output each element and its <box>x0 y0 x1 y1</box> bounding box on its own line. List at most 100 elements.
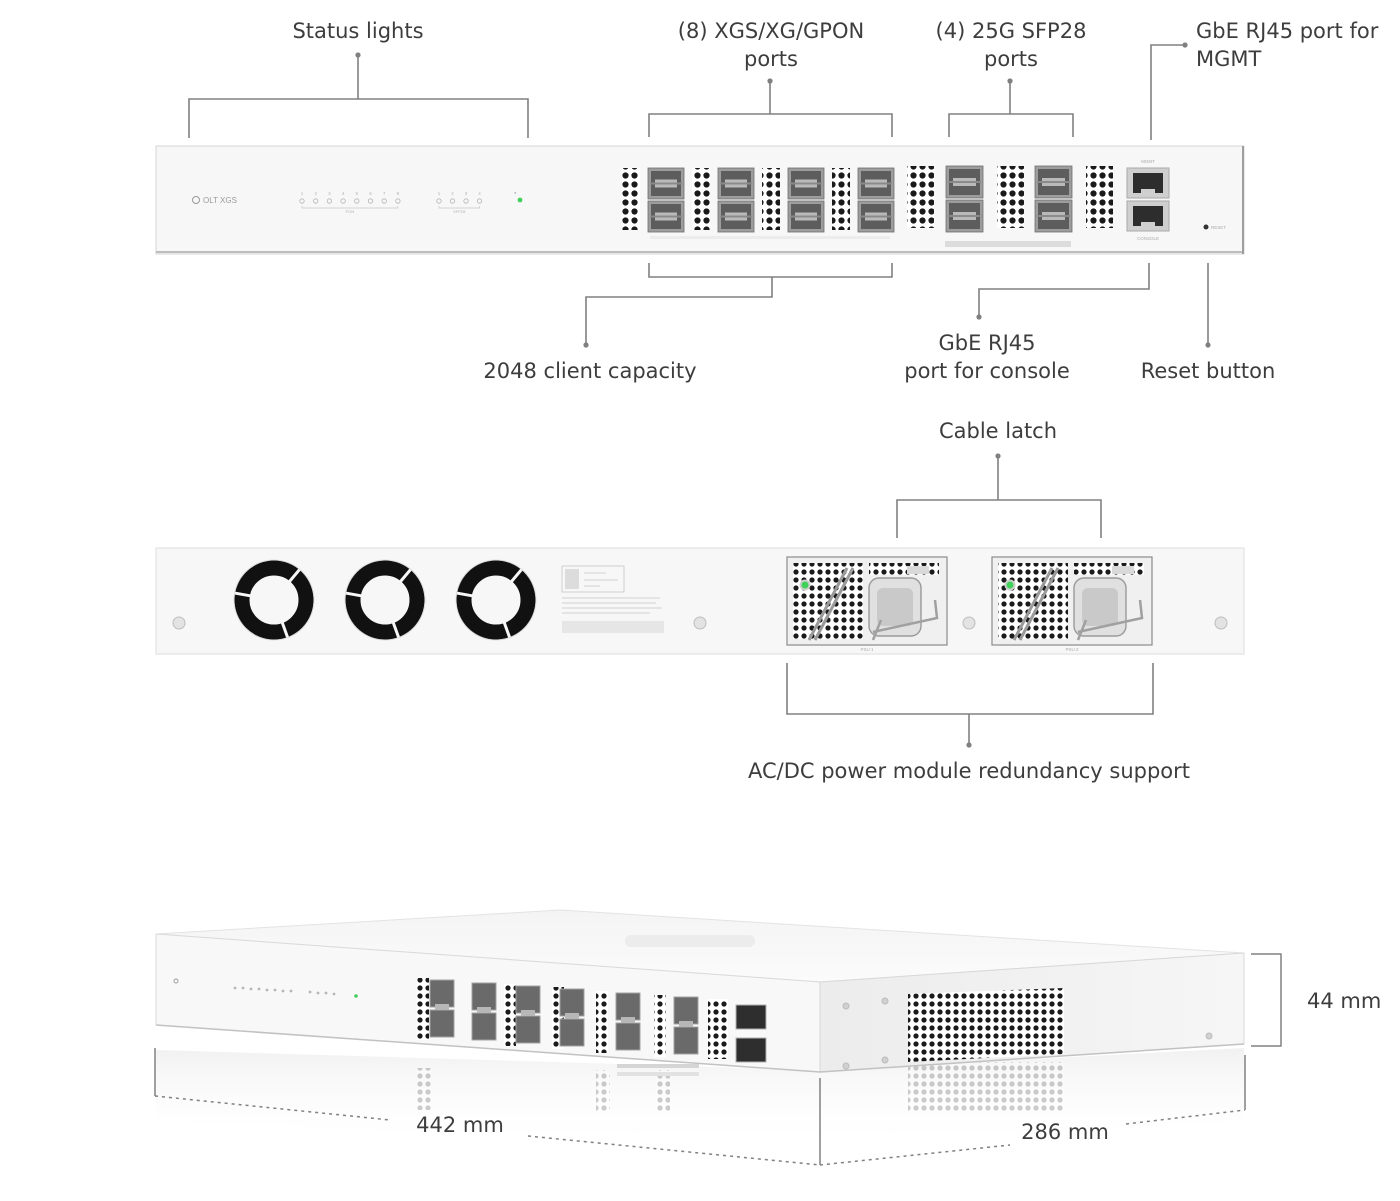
pon-led-number: 7 <box>383 191 386 196</box>
pon-port <box>717 200 755 233</box>
reset-button <box>1203 224 1209 230</box>
console-port-label: CONSOLE <box>1137 236 1159 241</box>
psu-2: PSU 2 <box>991 556 1153 652</box>
sfp-led <box>463 198 469 204</box>
pon-port <box>787 167 825 200</box>
pon-led-number: 5 <box>356 191 359 196</box>
mgmt-port <box>1126 167 1170 199</box>
mgmt-port-callout-line1: GbE RJ45 port for <box>1196 19 1379 43</box>
sfp28-port <box>1034 165 1073 199</box>
callout-dots <box>355 42 1211 748</box>
console-port-callout-line2: port for console <box>904 359 1070 383</box>
dimension-lines <box>154 953 1282 1166</box>
pon-led-number: 4 <box>342 191 345 196</box>
pon-port <box>647 200 685 233</box>
system-status-led <box>517 197 523 203</box>
sfp28-port <box>945 165 984 199</box>
perspective-port-cage <box>673 996 699 1055</box>
perspective-port-cage <box>515 985 541 1044</box>
reset-button-callout: Reset button <box>1140 359 1276 383</box>
fan-1 <box>232 559 315 641</box>
side-vent <box>908 988 1064 1062</box>
brand-logo: OLT XGS <box>192 196 237 205</box>
pon-port <box>647 167 685 200</box>
rear-screws <box>172 616 1228 630</box>
xgs-pon-ports <box>647 167 895 233</box>
pon-led-group-label: PON <box>346 209 355 214</box>
sfp-led-group-label: SFP28 <box>453 209 466 214</box>
console-port-callout-line1: GbE RJ45 <box>938 331 1036 355</box>
front-vent <box>692 168 710 230</box>
sfp28-port <box>1034 199 1073 233</box>
front-vent <box>762 168 780 230</box>
depth-dimension-label: 286 mm <box>1021 1120 1109 1144</box>
cable-latch-label: Cable latch <box>938 419 1058 443</box>
pon-port <box>717 167 755 200</box>
fan-2 <box>343 559 426 641</box>
psu-1: PSU 1 <box>786 556 948 652</box>
front-vent <box>997 166 1024 228</box>
front-vent <box>907 166 934 228</box>
mgmt-port-callout: GbE RJ45 port for MGMT <box>1196 17 1378 73</box>
psu-label: PSU 1 <box>860 647 874 652</box>
power-modules: PSU 1 PSU 2 <box>786 556 1153 652</box>
pon-led <box>367 198 374 204</box>
power-redundancy-label: AC/DC power module redundancy support <box>747 759 1191 783</box>
pon-led-number: 6 <box>369 191 372 196</box>
status-lights-label: Status lights <box>292 19 424 43</box>
pon-led <box>340 198 346 204</box>
psu-status-led <box>799 579 811 591</box>
sfp28-ports-label: (4) 25G SFP28 ports <box>936 17 1087 73</box>
pon-led-number: 3 <box>328 191 331 196</box>
sfp28-ports-label-line2: ports <box>983 47 1038 71</box>
console-port-callout: GbE RJ45 port for console <box>904 329 1070 385</box>
pon-led <box>313 198 319 204</box>
pon-port <box>787 200 825 233</box>
pon-led <box>381 198 387 204</box>
mgmt-port-callout-line2: MGMT <box>1196 47 1262 71</box>
sfp-led-number: 1 <box>438 191 441 196</box>
front-vent <box>832 168 850 230</box>
psu-label: PSU 2 <box>1065 647 1079 652</box>
sfp-led <box>436 198 442 204</box>
perspective-view <box>155 909 1245 1150</box>
mgmt-port-label: MGMT <box>1141 159 1155 164</box>
pon-led-number: 2 <box>314 191 317 196</box>
sfp-led <box>449 198 456 204</box>
perspective-port-cage <box>615 992 641 1051</box>
cable-latch <box>807 567 855 641</box>
sfp28-ports-label-line1: (4) 25G SFP28 <box>935 19 1087 43</box>
svg-text:●: ● <box>514 190 517 195</box>
front-callout-lines <box>188 44 1209 344</box>
side-screws <box>842 997 1213 1070</box>
sfp-led-number: 2 <box>451 191 454 196</box>
brand-text: OLT XGS <box>203 196 237 205</box>
sfp28-port <box>945 199 984 233</box>
pon-port <box>857 200 895 233</box>
perspective-port-cage <box>471 982 497 1041</box>
pon-port <box>857 167 895 200</box>
xgs-ports-label: (8) XGS/XG/GPON ports <box>678 17 864 73</box>
psu-status-led <box>1004 579 1016 591</box>
sfp28-ports <box>945 165 1073 233</box>
front-vent <box>622 168 640 230</box>
fan-3 <box>454 559 537 641</box>
xgs-ports-label-line2: ports <box>744 47 798 71</box>
xgs-ports-label-line1: (8) XGS/XG/GPON <box>677 19 865 43</box>
sfp28-label-strip <box>945 241 1071 247</box>
sfp-led <box>476 198 483 204</box>
compliance-label <box>561 565 664 633</box>
sfp-led-number: 3 <box>465 191 468 196</box>
pon-led-number: 1 <box>301 191 304 196</box>
width-dimension-label: 442 mm <box>416 1113 504 1137</box>
top-logo <box>625 935 755 947</box>
pon-led <box>395 198 401 204</box>
client-capacity-label: 2048 client capacity <box>483 359 697 383</box>
front-face-details <box>173 978 767 1076</box>
height-dimension-label: 44 mm <box>1307 989 1382 1013</box>
